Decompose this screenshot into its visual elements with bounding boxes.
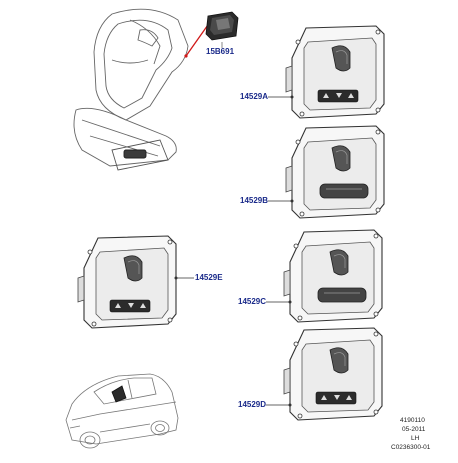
- footer-code-1: 4190110: [400, 417, 425, 424]
- panel-14529e-illustration: [77, 235, 177, 329]
- switch-15b691-illustration: [205, 11, 239, 41]
- footer-code-4: C0236300-01: [391, 444, 431, 451]
- callout-14529b: 14529B: [240, 196, 269, 205]
- callout-14529e: 14529E: [195, 273, 223, 282]
- callout-14529c: 14529C: [238, 297, 267, 306]
- panel-14529a-illustration: [285, 25, 385, 119]
- panel-14529d-illustration: [283, 327, 383, 421]
- callout-15b691: 15B691: [206, 47, 235, 56]
- callout-14529d: 14529D: [238, 400, 267, 409]
- seat-illustration: [73, 8, 189, 171]
- footer-code-3: LH: [411, 435, 420, 442]
- vehicle-illustration: [65, 373, 179, 449]
- footer-code-2: 05-2011: [402, 426, 426, 433]
- panel-14529c-illustration: [283, 229, 383, 323]
- panel-14529b-illustration: [285, 125, 385, 219]
- callout-14529a: 14529A: [240, 92, 269, 101]
